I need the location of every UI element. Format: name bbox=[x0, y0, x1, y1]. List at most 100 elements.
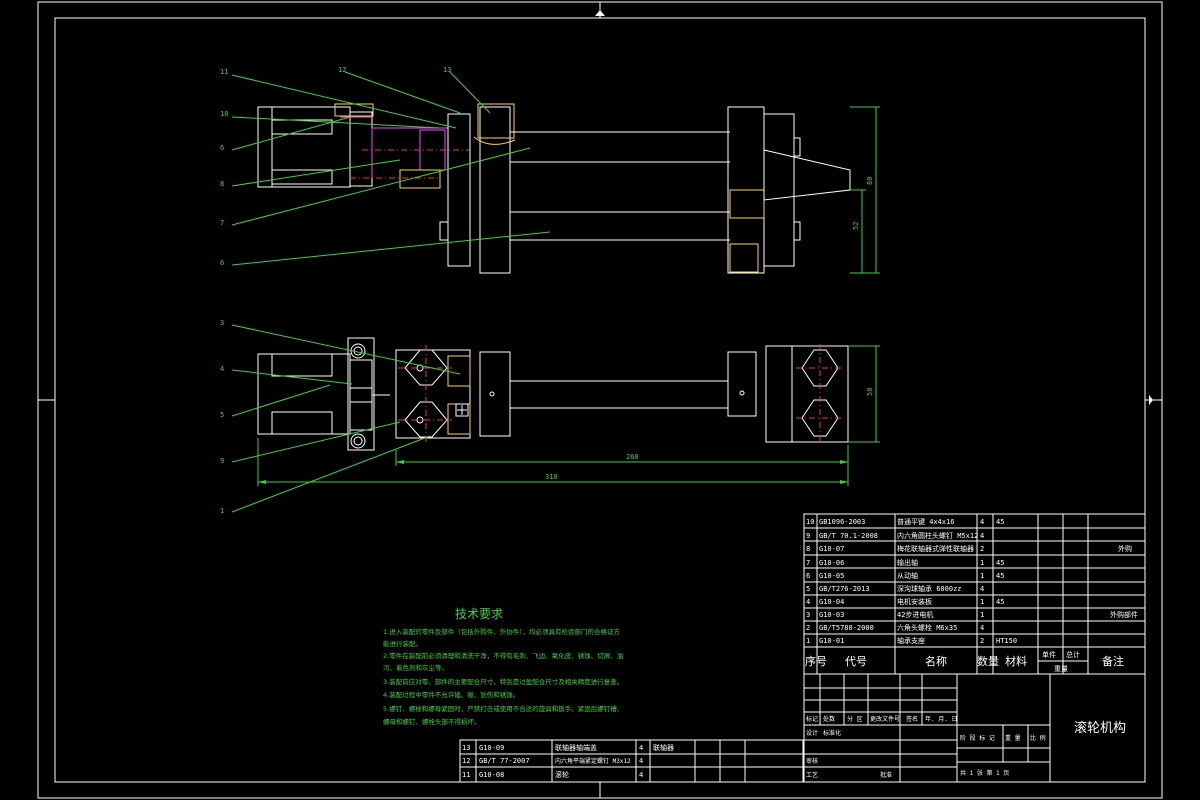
leader-6b: 6 bbox=[220, 259, 224, 267]
tb-zone: 分 区 bbox=[847, 715, 863, 723]
bom-name: 六角头螺栓 M6x35 bbox=[897, 623, 957, 632]
bom-qty: 1 bbox=[980, 611, 984, 619]
leader-10: 10 bbox=[220, 110, 228, 118]
bom-code: G10-09 bbox=[479, 744, 504, 752]
title-block: 标记 处数 分 区 更改文件号 签名 年. 月. 日 设计 标准化 审核 工艺 … bbox=[803, 673, 1146, 783]
leader-11: 11 bbox=[220, 68, 228, 76]
bom-h-unit: 单件 bbox=[1042, 650, 1056, 659]
tb-sign: 签名 bbox=[906, 715, 918, 723]
top-view: 80 52 bbox=[257, 103, 880, 274]
bom-name: 滚轮 bbox=[555, 770, 569, 779]
bom-code: G10-08 bbox=[479, 771, 504, 779]
tech-line-7: 5.螺钉、螺栓和螺母紧固时，严禁打击或使用不合适的旋具和扳手。紧固后螺钉槽、 bbox=[383, 704, 623, 713]
bom-row: 2 GB/T5780-2000 六角头螺栓 M6x35 4 bbox=[806, 623, 984, 632]
bom-row: 5 GB/T276-2013 深沟球轴承 6000zz 4 bbox=[806, 584, 984, 593]
bom-material: 45 bbox=[996, 559, 1004, 567]
bom-qty: 1 bbox=[980, 598, 984, 606]
tb-approve: 批准 bbox=[880, 771, 892, 779]
bom-code: G10-05 bbox=[819, 572, 844, 580]
bom-row: 10 GB1096-2003 普通平键 4x4x16 4 45 bbox=[806, 517, 1004, 526]
bom-code: GB1096-2003 bbox=[819, 518, 865, 526]
dim-50: 50 bbox=[866, 388, 874, 396]
bom-code: G10-01 bbox=[819, 637, 844, 645]
bom-no: 13 bbox=[462, 744, 470, 752]
bom-row: 6 G10-05 从动轴 1 45 bbox=[806, 571, 1004, 580]
bom-row: 3 G10-03 42步进电机 1 外购部件 bbox=[806, 610, 1138, 619]
bom-row: 12 GB/T 77-2007 内六角平端紧定螺钉 M3x12 4 bbox=[462, 757, 643, 765]
bom-material: HT150 bbox=[996, 637, 1017, 645]
bom-no: 10 bbox=[806, 518, 814, 526]
bom-qty: 1 bbox=[980, 559, 984, 567]
leader-12: 12 bbox=[338, 66, 346, 74]
tb-std: 标准化 bbox=[823, 729, 841, 737]
bom-h-remark: 备注 bbox=[1102, 654, 1124, 668]
bom-code: GB/T276-2013 bbox=[819, 585, 870, 593]
bom-code: G10-07 bbox=[819, 545, 844, 553]
bom-qty: 4 bbox=[639, 744, 643, 752]
dim-80: 80 bbox=[866, 177, 874, 185]
tech-title: 技术要求 bbox=[455, 607, 503, 621]
bom-no: 9 bbox=[806, 532, 810, 540]
bom-no: 5 bbox=[806, 585, 810, 593]
tech-line-3: 2.零件在装配前必须清理和清洗干净，不得有毛刺、飞边、氧化皮、锈蚀、切屑、油 bbox=[383, 651, 623, 660]
leader-3: 3 bbox=[220, 319, 224, 327]
bom-qty: 4 bbox=[980, 624, 984, 632]
bom-qty: 2 bbox=[980, 545, 984, 553]
leader-6a: 6 bbox=[220, 144, 224, 152]
bom-qty: 2 bbox=[980, 637, 984, 645]
bom-material: 45 bbox=[996, 598, 1004, 606]
bom-name: 普通平键 4x4x16 bbox=[897, 517, 955, 526]
leader-9: 9 bbox=[220, 457, 224, 465]
bom-no: 1 bbox=[806, 637, 810, 645]
bom-row: 8 G10-07 梅花联轴器式弹性联轴器 2 外购 bbox=[806, 544, 1132, 553]
tb-review: 审核 bbox=[806, 757, 818, 765]
bottom-view: 50 260 310 bbox=[257, 337, 880, 486]
bom-code: GB/T5780-2000 bbox=[819, 624, 874, 632]
bom-no: 7 bbox=[806, 559, 810, 567]
bom-qty: 4 bbox=[980, 532, 984, 540]
bom-name: 输出轴 bbox=[897, 558, 918, 567]
tb-stage: 阶 段 标 记 bbox=[960, 734, 995, 742]
tb-date: 年. 月. 日 bbox=[925, 715, 957, 723]
tech-line-4: 污、着色剂和灰尘等。 bbox=[383, 663, 448, 672]
bom-h-code: 代号 bbox=[845, 655, 867, 668]
bom-name: 联轴器轴端盖 bbox=[555, 743, 597, 752]
tech-line-5: 3.装配前应对零、部件的主要配合尺寸，特别是过盈配合尺寸及相关精度进行复查。 bbox=[383, 677, 623, 686]
bom-no: 12 bbox=[462, 757, 470, 765]
dim-310: 310 bbox=[545, 473, 558, 481]
bom-code: GB/T 77-2007 bbox=[479, 757, 530, 765]
tb-weight: 重 量 bbox=[1005, 734, 1021, 742]
tech-line-2: 能进行装配。 bbox=[383, 639, 422, 648]
bom-qty: 4 bbox=[639, 757, 643, 765]
tech-line-6: 4.装配过程中零件不允许磕、碰、划伤和锈蚀。 bbox=[383, 690, 519, 699]
bom-qty: 4 bbox=[980, 585, 984, 593]
dim-52: 52 bbox=[852, 222, 860, 230]
bom-no: 3 bbox=[806, 611, 810, 619]
top-leaders: 11 10 6 8 7 6 12 13 bbox=[220, 66, 551, 267]
technical-requirements: 技术要求 1.进入装配的零件及部件（包括外购件、外协件），均必须具有检验部门的合… bbox=[383, 607, 623, 726]
bom-code: GB/T 70.1-2008 bbox=[819, 532, 878, 540]
bottom-leaders: 3 4 5 9 1 bbox=[220, 319, 461, 515]
bom-h-total: 总计 bbox=[1066, 650, 1080, 659]
bom-qty: 4 bbox=[980, 518, 984, 526]
bom-row: 13 G10-09 联轴器轴端盖 4 联轴器 bbox=[462, 743, 674, 752]
bom-row: 11 G10-08 滚轮 4 bbox=[462, 770, 643, 779]
bom-remark: 外购 bbox=[1118, 544, 1132, 553]
tb-count: 处数 bbox=[823, 715, 835, 723]
bom-row: 9 GB/T 70.1-2008 内六角圆柱头螺钉 M5x12 4 bbox=[806, 531, 984, 540]
bom-row: 4 G10-04 电机安装板 1 45 bbox=[806, 597, 1004, 606]
bom-material: 45 bbox=[996, 572, 1004, 580]
tb-sheet: 共 1 张 第 1 页 bbox=[960, 769, 1009, 777]
leader-5: 5 bbox=[220, 411, 224, 419]
bom-table: 10 GB1096-2003 普通平键 4x4x16 4 45 9 GB/T 7… bbox=[803, 513, 1146, 675]
leader-4: 4 bbox=[220, 365, 224, 373]
bom-no: 4 bbox=[806, 598, 810, 606]
dim-260: 260 bbox=[626, 453, 639, 461]
bom-name: 42步进电机 bbox=[897, 610, 933, 619]
bom-name: 轴承支座 bbox=[897, 636, 925, 645]
tb-process: 工艺 bbox=[806, 771, 818, 779]
bom-extra: 13 G10-09 联轴器轴端盖 4 联轴器 12 GB/T 77-2007 内… bbox=[459, 739, 804, 783]
bom-no: 8 bbox=[806, 545, 810, 553]
bom-name: 内六角平端紧定螺钉 M3x12 bbox=[555, 757, 631, 765]
